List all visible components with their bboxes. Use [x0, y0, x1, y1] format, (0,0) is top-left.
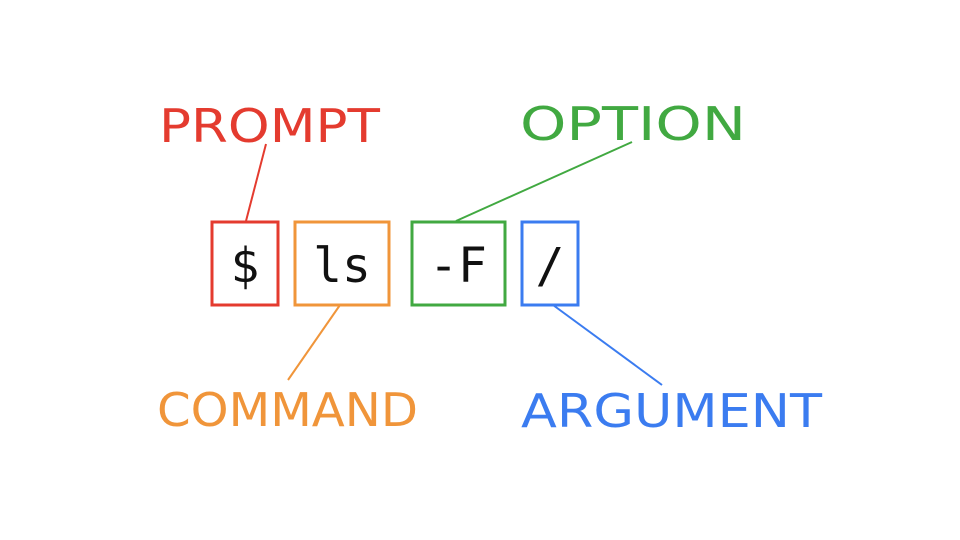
option-label: OPTION [520, 97, 746, 151]
argument-label: ARGUMENT [521, 384, 823, 438]
prompt-label: PROMPT [159, 99, 381, 153]
command-token: ls [313, 238, 371, 294]
option-token: -F [429, 238, 487, 294]
argument-box [520, 220, 580, 307]
command-connector [287, 304, 341, 381]
command-box [293, 220, 391, 307]
argument-token: / [536, 238, 565, 294]
prompt-connector [245, 143, 267, 222]
prompt-token: $ [231, 238, 260, 294]
command-label: COMMAND [157, 383, 418, 437]
option-connector [455, 141, 633, 222]
prompt-box [210, 220, 280, 307]
argument-connector [552, 304, 663, 386]
option-box [410, 220, 507, 307]
